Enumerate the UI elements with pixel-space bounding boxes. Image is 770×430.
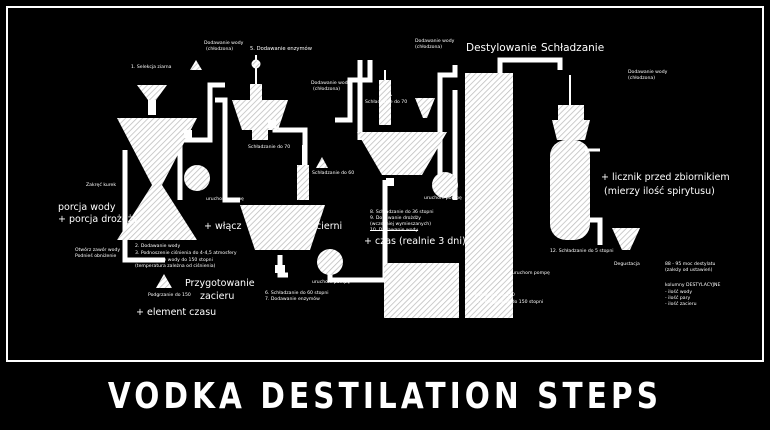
water-cold-label-3: Dodawanie wody xyxy=(415,39,455,44)
preparation-label-2: zacieru xyxy=(200,291,235,302)
counter-label-1: + licznik przed zbiornikiem xyxy=(601,172,730,183)
heater-triangle-icon xyxy=(482,275,500,290)
step9-label: 9. Dodawanie drożdży xyxy=(370,216,421,221)
step3-label: 3. Podnoszenie ciśnienia do 4-4,5 atmosf… xyxy=(135,251,237,256)
tasting-glass xyxy=(612,228,640,250)
lift-bottom-label: Podnieś obniżenie xyxy=(75,254,117,259)
pipe-left-down xyxy=(122,150,165,263)
hopper-neck xyxy=(148,100,156,115)
mash-tail-label: cierni xyxy=(316,221,343,232)
valve-icon xyxy=(184,130,192,138)
step1-label: 1. Selekcja ziarna xyxy=(131,65,172,70)
step12-label: 12. Schładzanie do 5 stopni xyxy=(550,249,614,254)
element-time-label: + element czasu xyxy=(136,307,217,318)
grain-hopper xyxy=(137,85,167,115)
pump-1 xyxy=(184,165,210,191)
enable-label: + włącz xyxy=(204,221,242,232)
distillation-column xyxy=(465,73,513,318)
columns-label-1: kolumny DESTYLACYJNE xyxy=(665,283,721,288)
pipe-to-column xyxy=(437,65,458,175)
start-pump-label-3: uruchom pompę xyxy=(424,196,462,201)
start-pump-label-4: uruchom pompę xyxy=(512,271,550,276)
mash-tank xyxy=(240,145,325,250)
cool-to-60-label: Schładzanie do 60 xyxy=(312,171,355,176)
close-valve-label: Zakręć kurek xyxy=(86,183,117,188)
water-cold-label-2b: (chłodzona) xyxy=(313,87,341,92)
heater-box xyxy=(384,263,459,318)
columns-label-3: - ilość pary xyxy=(665,296,691,301)
fermenter xyxy=(357,70,447,175)
heater-triangle-icon xyxy=(316,157,328,168)
step2-label: 2. Dodawanie wody xyxy=(135,244,181,249)
valve-icon xyxy=(275,265,285,273)
pipe-to-ferment xyxy=(335,60,373,123)
step4b-label: (temperatura zależna od ciśnienia) xyxy=(135,264,216,269)
heat-small-label: Podgrzanie do 150 xyxy=(472,293,515,298)
counter-label-2: (mierzy ilość spirytusu) xyxy=(604,186,715,197)
valve-icon xyxy=(386,178,394,186)
step6-label: 6. Schładzanie do 60 stopni xyxy=(265,291,329,296)
start-pump-label-2: uruchom pompę xyxy=(312,280,350,285)
pipe-column-top xyxy=(497,57,563,75)
water-cold-label-1b: (chłodzona) xyxy=(206,47,234,52)
columns-label-4: - ilość zacieru xyxy=(665,302,697,307)
enzyme-vessel xyxy=(232,55,288,140)
heater-triangle-icon xyxy=(380,86,392,96)
pressure-cooker xyxy=(117,118,197,240)
start-pump-label-1: uruchom pompę xyxy=(206,197,244,202)
step8-label: 8. Schładzanie do 36 stopni xyxy=(370,210,434,215)
cool-to-70b-label: Schładzanie do 70 xyxy=(365,100,408,105)
step9b-label: (wcześniej wymieszanych) xyxy=(370,222,431,227)
pipe-left-riser xyxy=(177,82,225,200)
hopper-funnel xyxy=(137,85,167,100)
step7-label: 7. Dodawanie enzymów xyxy=(265,297,320,302)
dose-label-1: 88 - 95 moc destylatu xyxy=(665,262,716,267)
page-title: VODKA DESTILATION STEPS xyxy=(107,375,663,417)
destilling-label: Destylowanie xyxy=(466,42,537,54)
water-portion-label: porcja wody xyxy=(58,202,116,213)
water-cold-label-3b: (chłodzona) xyxy=(415,45,443,50)
columns-label-2: - ilość wody xyxy=(665,290,693,295)
heater-triangle-icon xyxy=(156,274,172,288)
dose-label-2: (zależy od ustawień) xyxy=(665,268,713,273)
tasting-label: Degustacja xyxy=(614,262,640,267)
heater-triangle-icon xyxy=(190,60,202,70)
water-cold-label-1: Dodawanie wody xyxy=(204,41,244,46)
cooling-column xyxy=(550,75,600,240)
pump-2 xyxy=(317,249,343,275)
step4-label: 4. Podgrzanie wody do 150 stopni xyxy=(135,258,213,263)
step11-label: 11. Podgrzanie do 150 stopni xyxy=(476,300,544,305)
step10-label: 10. Dodawanie wody xyxy=(370,228,419,233)
open-valve-label: Otwórz zawór wody xyxy=(75,248,121,253)
heat-to-150-label: Podgrzanie do 150 xyxy=(148,293,191,298)
water-cold-label-4b: (chłodzona) xyxy=(628,76,656,81)
valve-icon xyxy=(268,120,276,128)
preparation-label-1: Przygotowanie xyxy=(185,278,255,289)
pump-3 xyxy=(432,172,458,198)
cooling-label: Schładzanie xyxy=(541,42,605,54)
cool-to-70-label: Schładzanie do 70 xyxy=(248,145,291,150)
step5-label: 5. Dodawanie enzymów xyxy=(250,46,312,52)
pipe-mash-bottom xyxy=(277,255,288,278)
yeast-portion-label: + porcja drożdży xyxy=(58,214,139,225)
diagram-frame xyxy=(6,6,764,362)
water-cold-label-4: Dodawanie wody xyxy=(628,70,668,75)
water-cold-label-2: Dodawanie wody xyxy=(311,81,351,86)
plus-time-label: + czas (realnie 3 dni) xyxy=(364,236,466,247)
pipe-mid-left xyxy=(215,97,240,203)
